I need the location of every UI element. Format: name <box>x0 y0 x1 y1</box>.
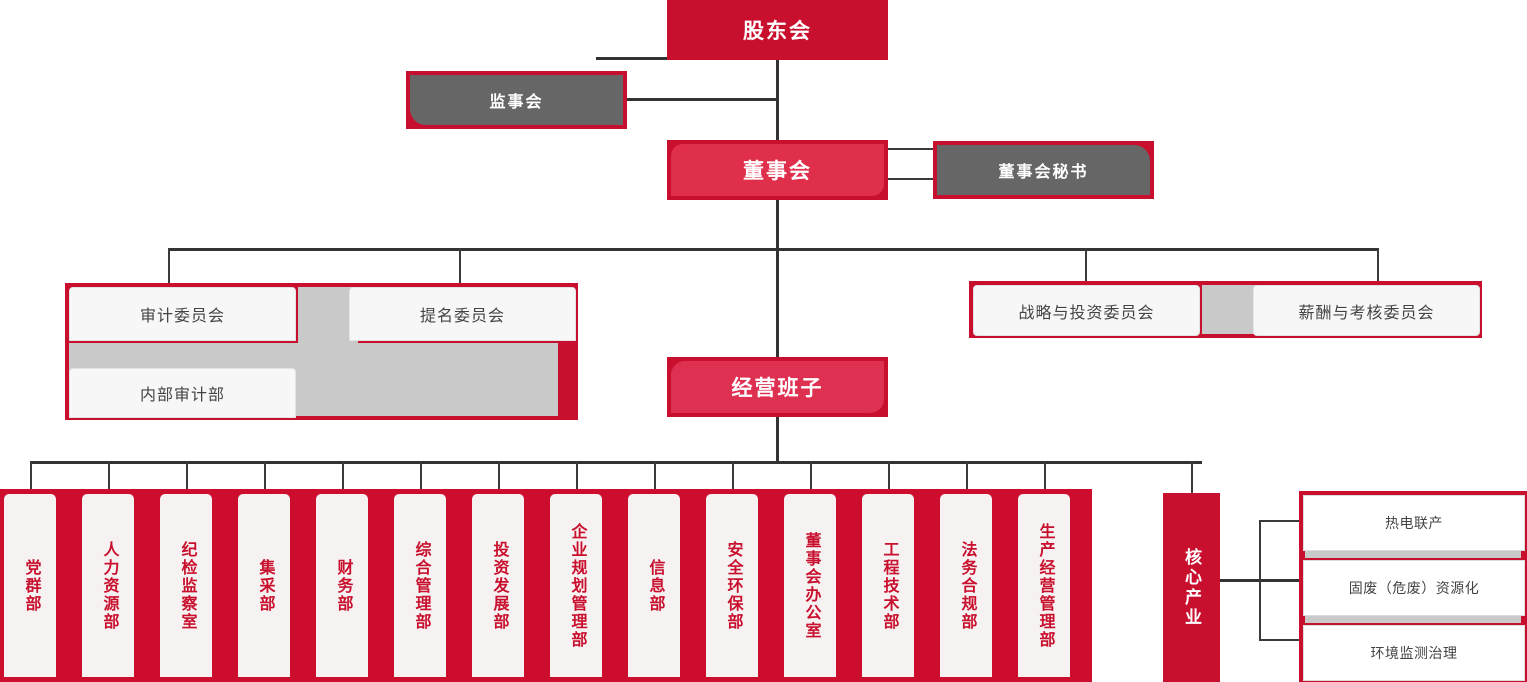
department-label: 董事会办公室 <box>802 531 820 640</box>
node-core-industry[interactable]: 核心产业 <box>1163 493 1220 682</box>
connector-drop-dept-5 <box>342 461 344 489</box>
department-label: 工程技术部 <box>880 540 898 631</box>
connector-drop-nomination <box>459 248 461 284</box>
connector-core-riser <box>1259 520 1261 640</box>
node-shareholders-label: 股东会 <box>743 20 812 43</box>
node-secretary-inner: 董事会秘书 <box>937 145 1150 195</box>
department-label: 党群部 <box>22 558 40 613</box>
connector-drop-core-industry <box>1191 461 1193 493</box>
department-box[interactable]: 信息部 <box>628 494 680 677</box>
node-core-industry-label: 核心产业 <box>1182 547 1201 628</box>
department-box[interactable]: 财务部 <box>316 494 368 677</box>
core-industry-separator <box>1305 616 1521 623</box>
node-supervisors-label: 监事会 <box>489 94 544 111</box>
department-label: 企业规划管理部 <box>568 522 586 649</box>
connector-drop-dept-4 <box>264 461 266 489</box>
committee-remuneration-appraisal-label: 薪酬与考核委员会 <box>1298 304 1435 322</box>
department-box[interactable]: 法务合规部 <box>940 494 992 677</box>
committee-audit[interactable]: 审计委员会 <box>69 287 296 341</box>
connector-secretary-bottom <box>888 178 934 180</box>
node-management-label: 经营班子 <box>731 377 824 400</box>
core-industry-item-label: 热电联产 <box>1385 515 1443 531</box>
core-industry-item[interactable]: 环境监测治理 <box>1303 625 1525 681</box>
department-label: 纪检监察室 <box>178 540 196 631</box>
connector-core-item-3 <box>1259 639 1301 641</box>
committee-nomination-label: 提名委员会 <box>419 308 505 325</box>
core-industry-item-label: 固废（危废）资源化 <box>1348 580 1480 596</box>
connector-spine-mgmt-down <box>776 417 779 462</box>
connector-core-item-1 <box>1259 520 1301 522</box>
department-internal-audit-label: 内部审计部 <box>139 387 225 404</box>
core-industry-item[interactable]: 固废（危废）资源化 <box>1303 560 1525 616</box>
department-box[interactable]: 纪检监察室 <box>160 494 212 677</box>
connector-drop-dept-9 <box>654 461 656 489</box>
connector-supervisors <box>626 98 778 101</box>
node-board-of-supervisors[interactable]: 监事会 <box>406 71 627 129</box>
department-label: 综合管理部 <box>412 540 430 631</box>
connector-drop-dept-13 <box>966 461 968 489</box>
node-board-secretary[interactable]: 董事会秘书 <box>933 141 1154 199</box>
department-box[interactable]: 董事会办公室 <box>784 494 836 677</box>
connector-drop-dept-12 <box>888 461 890 489</box>
committee-remuneration-appraisal[interactable]: 薪酬与考核委员会 <box>1253 285 1480 336</box>
department-box[interactable]: 综合管理部 <box>394 494 446 677</box>
connector-drop-dept-1 <box>30 461 32 489</box>
connector-drop-audit <box>168 248 170 284</box>
node-board-inner: 董事会 <box>671 144 884 196</box>
committee-audit-label: 审计委员会 <box>139 308 225 325</box>
department-label: 投资发展部 <box>490 540 508 631</box>
connector-drop-strategy <box>1085 248 1087 282</box>
core-industry-item[interactable]: 热电联产 <box>1303 495 1525 551</box>
committee-nomination[interactable]: 提名委员会 <box>349 287 576 341</box>
department-box[interactable]: 集采部 <box>238 494 290 677</box>
connector-drop-dept-14 <box>1044 461 1046 489</box>
department-label: 生产经营管理部 <box>1036 522 1054 649</box>
department-internal-audit[interactable]: 内部审计部 <box>69 368 296 418</box>
core-industry-item-label: 环境监测治理 <box>1370 645 1458 661</box>
department-box[interactable]: 人力资源部 <box>82 494 134 677</box>
connector-department-bus <box>30 461 1202 464</box>
node-management-team[interactable]: 经营班子 <box>667 357 888 417</box>
committee-strategy-investment-label: 战略与投资委员会 <box>1018 304 1155 322</box>
committee-strategy-investment[interactable]: 战略与投资委员会 <box>973 285 1200 336</box>
department-box[interactable]: 安全环保部 <box>706 494 758 677</box>
department-box[interactable]: 企业规划管理部 <box>550 494 602 677</box>
committee-gray-fill-right <box>1202 285 1262 334</box>
connector-shareholders-left <box>596 57 668 60</box>
connector-drop-dept-3 <box>186 461 188 489</box>
department-strip: 党群部 人力资源部 纪检监察室 集采部 财务部 综合管理部 投资发展部 企业规划… <box>0 489 1092 682</box>
connector-drop-dept-6 <box>420 461 422 489</box>
connector-drop-dept-10 <box>732 461 734 489</box>
department-box[interactable]: 投资发展部 <box>472 494 524 677</box>
department-label: 人力资源部 <box>100 540 118 631</box>
connector-drop-dept-2 <box>108 461 110 489</box>
connector-secretary-top <box>888 148 934 150</box>
department-box[interactable]: 工程技术部 <box>862 494 914 677</box>
node-management-inner: 经营班子 <box>671 361 884 413</box>
node-supervisors-inner: 监事会 <box>410 75 623 125</box>
node-shareholders-meeting[interactable]: 股东会 <box>667 0 888 60</box>
department-label: 法务合规部 <box>958 540 976 631</box>
department-box[interactable]: 党群部 <box>4 494 56 677</box>
connector-spine-board-down <box>776 200 779 358</box>
core-industry-group: 热电联产 固废（危废）资源化 环境监测治理 <box>1299 491 1527 682</box>
connector-drop-dept-7 <box>498 461 500 489</box>
department-label: 信息部 <box>646 558 664 613</box>
department-box[interactable]: 生产经营管理部 <box>1018 494 1070 677</box>
node-secretary-label: 董事会秘书 <box>998 164 1089 181</box>
core-industry-separator <box>1305 551 1521 558</box>
department-label: 安全环保部 <box>724 540 742 631</box>
node-board-of-directors[interactable]: 董事会 <box>667 140 888 200</box>
connector-committee-bus <box>168 248 1378 251</box>
connector-drop-dept-11 <box>810 461 812 489</box>
department-label: 集采部 <box>256 558 274 613</box>
connector-drop-remuneration <box>1377 248 1379 282</box>
committee-group-left: 审计委员会 提名委员会 内部审计部 <box>65 283 578 420</box>
department-label: 财务部 <box>334 558 352 613</box>
connector-drop-dept-8 <box>576 461 578 489</box>
committee-group-right: 战略与投资委员会 薪酬与考核委员会 <box>969 281 1482 338</box>
node-board-label: 董事会 <box>743 160 812 183</box>
